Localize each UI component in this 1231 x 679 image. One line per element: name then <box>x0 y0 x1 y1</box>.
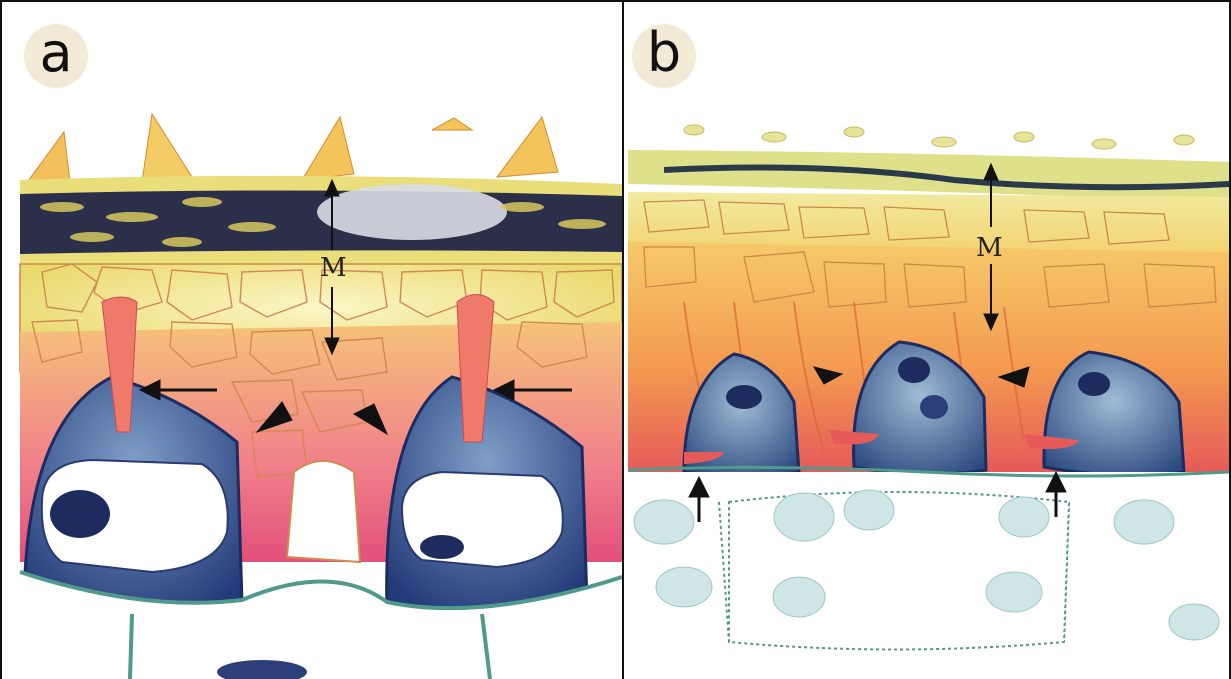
panel-b-illustration: M <box>624 2 1229 679</box>
panel-b-surface-flakes <box>684 125 1194 149</box>
panel-a-intercellular-space <box>287 461 360 562</box>
panel-b: b <box>624 0 1231 679</box>
panel-a: a <box>0 0 624 679</box>
panel-b-parenchyma <box>628 467 1229 679</box>
panel-a-m-label: M <box>320 253 347 283</box>
panel-b-m-label: M <box>976 233 1003 263</box>
panel-a-illustration: M <box>2 2 622 679</box>
